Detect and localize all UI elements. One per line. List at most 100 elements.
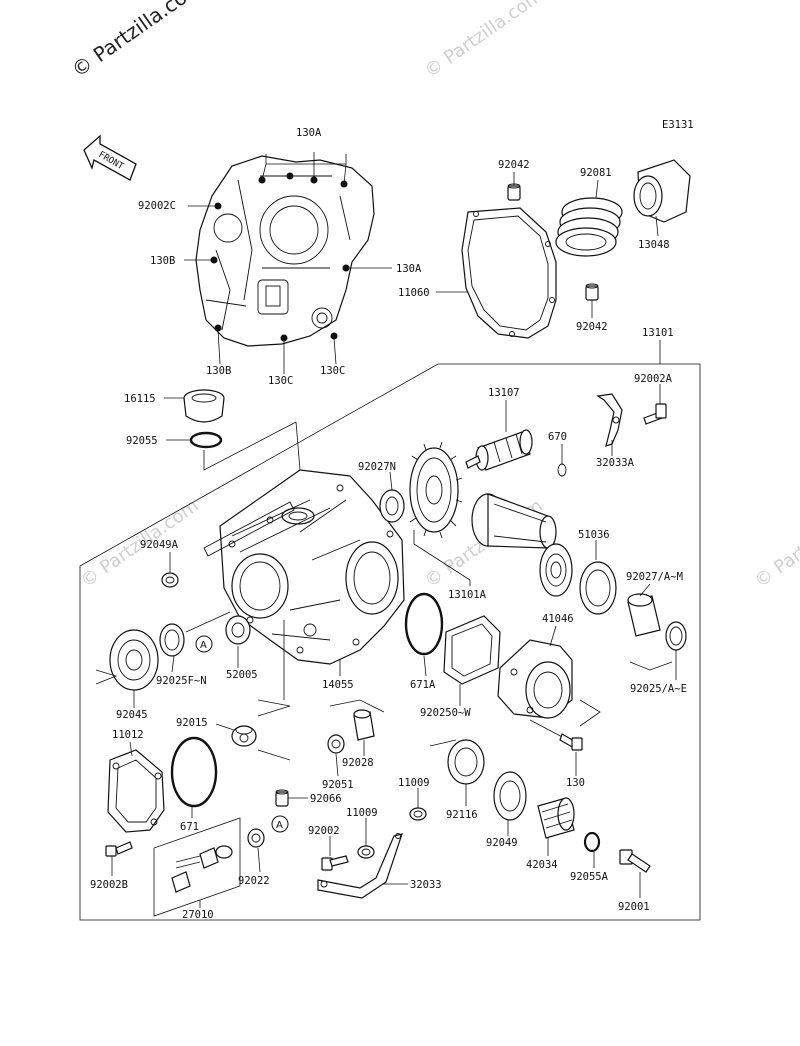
label-92027N: 92027N (358, 461, 396, 473)
label-92116: 92116 (446, 809, 478, 821)
bearing-92045 (109, 629, 159, 691)
reference-marker-a-2: A (271, 815, 289, 833)
washer-92051 (327, 734, 345, 754)
label-92002C: 92002C (138, 200, 176, 212)
plug-92066 (275, 789, 289, 807)
label-92042-bottom: 92042 (576, 321, 608, 333)
label-130C-right: 130C (320, 365, 345, 377)
seal-92049 (493, 771, 527, 821)
label-13107: 13107 (488, 387, 520, 399)
label-13101A: 13101A (448, 589, 487, 601)
label-92015: 92015 (176, 717, 208, 729)
label-92027AM: 92027/A~M (626, 571, 683, 583)
bracket-32033A (596, 393, 623, 447)
label-92025FN: 92025F~N (156, 675, 207, 687)
pinion-13101A (471, 493, 557, 549)
collar-92028 (353, 709, 375, 741)
label-130B-mid: 130B (150, 255, 175, 267)
cam-13048 (633, 159, 691, 223)
label-16115: 16115 (124, 393, 156, 405)
ring-92027 (579, 561, 617, 615)
cap-16115 (183, 389, 225, 423)
label-11012: 11012 (112, 729, 144, 741)
bolt-92002 (321, 855, 349, 871)
marker-a-1-text: A (200, 640, 207, 651)
reference-marker-a-1: A (195, 635, 213, 653)
gasket-11060 (461, 207, 557, 339)
oring-92055 (189, 431, 223, 449)
bearing-51036 (539, 543, 573, 597)
label-92049A: 92049A (140, 539, 179, 551)
label-130A-top: 130A (296, 127, 322, 139)
gear-42034 (537, 797, 575, 839)
label-671A: 671A (410, 679, 436, 691)
label-92022: 92022 (238, 875, 270, 887)
front-arrow-icon: FRONT (83, 134, 137, 181)
label-13048: 13048 (638, 239, 670, 251)
gear-case-14055 (203, 469, 405, 665)
label-52005: 52005 (226, 669, 258, 681)
cover-11012 (107, 749, 165, 833)
washer-11009b (357, 845, 375, 859)
label-92001: 92001 (618, 901, 650, 913)
washer-11009a (409, 807, 427, 821)
label-51036: 51036 (578, 529, 610, 541)
label-32033: 32033 (410, 879, 442, 891)
label-92081: 92081 (580, 167, 612, 179)
label-92002: 92002 (308, 825, 340, 837)
gear-ring-13101 (409, 441, 463, 539)
diagram-code: E3131 (662, 119, 694, 131)
label-14055: 14055 (322, 679, 354, 691)
label-92055A: 92055A (570, 871, 609, 883)
seal-52005 (225, 615, 251, 645)
bearing-92027N (379, 489, 405, 523)
label-92051: 92051 (322, 779, 354, 791)
label-671: 671 (180, 821, 199, 833)
bracket-32033 (317, 833, 403, 899)
label-13101: 13101 (642, 327, 674, 339)
label-42034: 42034 (526, 859, 558, 871)
label-32033A: 32033A (596, 457, 635, 469)
label-130A-right: 130A (396, 263, 422, 275)
label-92049: 92049 (486, 837, 518, 849)
bolt-92002A (643, 403, 667, 425)
label-92002B: 92002B (90, 879, 128, 891)
label-670: 670 (548, 431, 567, 443)
label-41046: 41046 (542, 613, 574, 625)
housing-41046 (497, 639, 573, 719)
dowel-92042-top (507, 183, 521, 201)
label-92045: 92045 (116, 709, 148, 721)
label-11060: 11060 (398, 287, 430, 299)
seal-92049A (161, 572, 179, 588)
label-92055: 92055 (126, 435, 158, 447)
label-11009b: 11009 (346, 807, 378, 819)
label-130C-bot: 130C (268, 375, 293, 387)
label-92025AE: 92025/A~E (630, 683, 687, 695)
shim-92025AE (665, 621, 687, 651)
bolt-130 (559, 733, 583, 751)
bolt-92001 (619, 849, 651, 873)
watermark-faint-1: © Partzilla.com (421, 0, 547, 82)
oring-92055A (583, 831, 601, 853)
label-11009a: 11009 (398, 777, 430, 789)
spring-92081 (555, 197, 623, 257)
label-920250W: 920250~W (420, 707, 471, 719)
label-92028: 92028 (342, 757, 374, 769)
nut-92015 (231, 725, 257, 747)
collar-92025 (627, 593, 661, 637)
watermark-main: © Partzilla.com (67, 0, 207, 82)
watermark-faint-4: © Partzilla.com (751, 495, 800, 592)
crankcase-cover (195, 155, 375, 347)
shim-92025FN (159, 623, 185, 657)
assembly-frame (79, 363, 701, 921)
switch-27010 (171, 845, 233, 893)
bolt-92002B (105, 841, 133, 857)
marker-a-2-text: A (276, 820, 283, 831)
shaft-13107 (465, 429, 533, 471)
gasket-920250W (443, 615, 501, 685)
bearing-92116 (447, 739, 485, 785)
label-130B-bot: 130B (206, 365, 231, 377)
label-92042-top: 92042 (498, 159, 530, 171)
